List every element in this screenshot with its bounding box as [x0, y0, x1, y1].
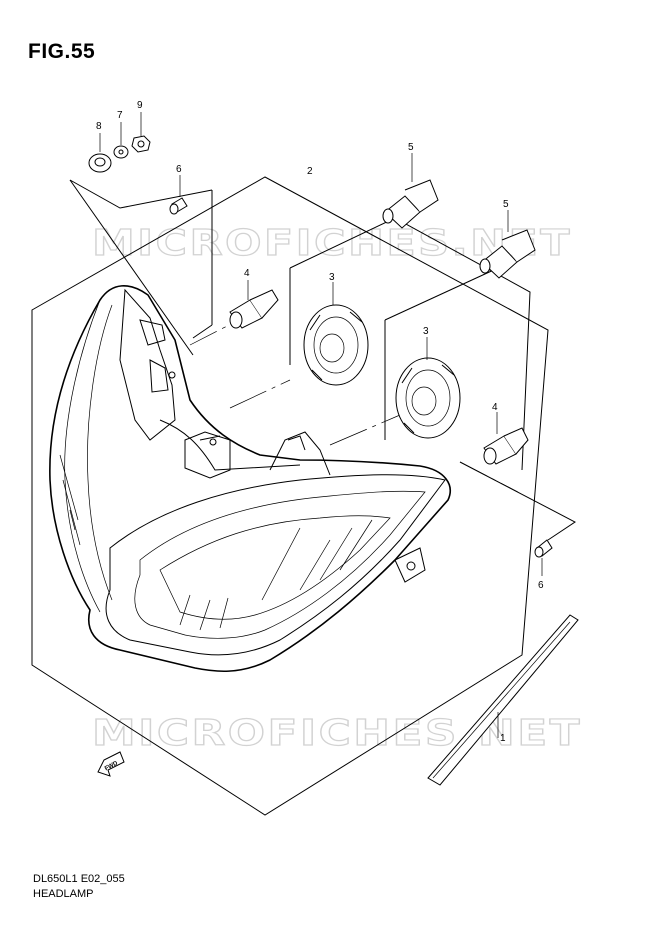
- callout-2: 2: [307, 166, 313, 177]
- position-bulb-top: [169, 175, 188, 215]
- bulb-box-upper: [289, 217, 531, 471]
- position-bulb-lower: [534, 539, 553, 576]
- figure-title: FIG.55: [28, 40, 96, 63]
- leader-line: [329, 414, 401, 446]
- grommet-part: [88, 133, 112, 173]
- callout-9: 9: [137, 100, 143, 111]
- callout-6: 6: [538, 580, 544, 591]
- figure-caption: HEADLAMP: [33, 888, 94, 900]
- callout-6: 6: [176, 164, 182, 175]
- fastener-box-join: [192, 324, 213, 339]
- figure-code: DL650L1 E02_055: [33, 873, 125, 885]
- assembly-outline: [31, 176, 549, 816]
- bulb-box-line: [384, 267, 499, 321]
- fastener-box-top: [69, 179, 213, 209]
- headlamp-bulb-upper: [382, 153, 439, 229]
- callout-3: 3: [329, 272, 335, 283]
- fastener-box-left: [69, 179, 194, 356]
- callout-1: 1: [500, 733, 506, 744]
- leader-line: [229, 379, 291, 409]
- bulb-holder-lower: [395, 337, 461, 439]
- callout-5: 5: [408, 142, 414, 153]
- headlamp-housing: [49, 285, 451, 673]
- leader-line: [459, 461, 519, 493]
- callout-3: 3: [423, 326, 429, 337]
- callout-7: 7: [117, 110, 123, 121]
- socket-left: [229, 280, 279, 329]
- lower-bulb-bracket: [459, 461, 576, 541]
- socket-right: [483, 412, 529, 465]
- leader-line: [189, 321, 236, 346]
- callout-4: 4: [492, 402, 498, 413]
- bulb-holder-upper: [303, 282, 369, 386]
- callout-8: 8: [96, 121, 102, 132]
- fwd-arrow: FWD: [97, 751, 125, 777]
- nut-part: [131, 112, 151, 153]
- callout-5: 5: [503, 199, 509, 210]
- washer-part: [113, 122, 129, 159]
- callout-4: 4: [244, 268, 250, 279]
- trim-strip: [427, 614, 579, 786]
- headlamp-bulb-lower: [479, 210, 536, 279]
- watermark-bottom: MICROFICHES.NET: [92, 713, 582, 754]
